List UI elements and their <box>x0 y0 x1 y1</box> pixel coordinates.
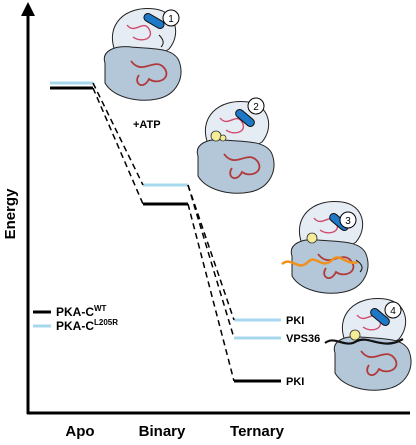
kinase-cartoon-icon <box>281 200 369 295</box>
label-ternary-pki-wt: PKI <box>286 376 304 388</box>
structure-3-label: 3 <box>345 216 351 227</box>
transition-connectors <box>92 82 235 382</box>
substrate-peptide-icon <box>281 256 359 267</box>
connector-binary-ternary-wt <box>187 203 235 382</box>
connector-binary-ternary-l205r-top <box>187 184 235 321</box>
x-label-ternary: Ternary <box>230 423 285 440</box>
x-label-apo: Apo <box>65 423 94 440</box>
structure-4-badge <box>384 301 402 319</box>
connector-binary-ternary-l205r-bottom <box>187 184 235 339</box>
atp-molecule-icon <box>210 130 222 142</box>
label-ternary-pki-l205r: PKI <box>286 315 304 327</box>
up-arrow-icon <box>21 2 35 16</box>
legend: PKA-CWT PKA-CL205R <box>33 304 118 333</box>
atp-molecule-icon <box>349 329 361 341</box>
substrate-peptide-icon <box>324 338 404 345</box>
structure-3-badge <box>339 211 357 229</box>
atp-annotation: +ATP <box>133 119 161 131</box>
connector-apo-binary-l205r <box>92 82 144 186</box>
structure-1-label: 1 <box>168 14 174 25</box>
structure-2-badge <box>247 97 265 115</box>
structure-1-badge <box>162 9 180 27</box>
structure-4-label: 4 <box>390 306 396 317</box>
x-label-binary: Binary <box>139 423 186 440</box>
connector-apo-binary-wt <box>92 87 144 205</box>
legend-label-wt: PKA-CWT <box>56 304 107 319</box>
legend-label-l205r: PKA-CL205R <box>56 318 118 333</box>
kinase-cartoon-icon <box>324 297 412 392</box>
structure-2-label: 2 <box>253 102 259 113</box>
atp-molecule-icon <box>306 232 318 244</box>
kinase-cartoon-icon <box>103 7 182 102</box>
kinase-cartoon-icon <box>196 100 275 195</box>
y-axis-title: Energy <box>2 188 19 240</box>
label-ternary-vps36: VPS36 <box>286 333 320 345</box>
